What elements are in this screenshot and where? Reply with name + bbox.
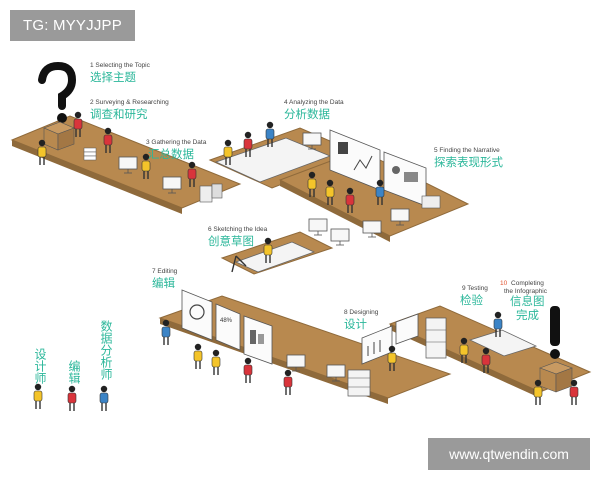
step-7-zh: 编辑 <box>152 276 175 290</box>
step-1-en: 1 Selecting the Topic <box>90 62 151 69</box>
editing-panels: 48% <box>181 289 273 365</box>
step-3-label: 3 Gathering the Data 汇总数据 <box>146 139 207 161</box>
step-5-en: 5 Finding the Narrative <box>434 147 500 154</box>
question-mark-icon <box>38 61 77 123</box>
step-10-zh: 信息图 <box>510 294 545 308</box>
desk-lamp <box>231 255 247 273</box>
step-5-zh: 探索表现形式 <box>434 155 503 169</box>
step-7-en: 7 Editing <box>152 268 178 275</box>
step-2-zh: 调查和研究 <box>90 107 148 121</box>
step-8-zh: 设计 <box>344 318 367 331</box>
tag-badge: TG: MYYJJPP <box>10 10 135 41</box>
legend-analyst-label: 数据分析师 <box>99 319 113 380</box>
step-4-label: 4 Analyzing the Data 分析数据 <box>284 99 344 121</box>
legend-editor-label: 编辑 <box>67 359 81 384</box>
box-step10 <box>539 361 573 393</box>
step-3-zh: 汇总数据 <box>148 147 194 161</box>
step-9-en: 9 Testing <box>462 285 488 292</box>
file-stack <box>421 195 441 209</box>
step-6-label: 6 Sketching the Idea 创意草图 <box>208 226 268 248</box>
file-cabinet <box>425 317 447 359</box>
step-1-zh: 选择主题 <box>90 70 136 84</box>
step-6-en: 6 Sketching the Idea <box>208 226 268 233</box>
step-2-en: 2 Surveying & Researching <box>90 99 169 106</box>
step-10-en: Completing <box>511 280 544 287</box>
server-rack <box>199 183 223 203</box>
exclamation-icon <box>550 306 560 359</box>
step-5-label: 5 Finding the Narrative 探索表现形式 <box>434 147 503 169</box>
svg-text:10 Completing: 10 Completing <box>500 280 544 287</box>
svg-text:48%: 48% <box>220 318 233 324</box>
step-10-number: 10 <box>500 280 508 287</box>
step-10-label: 10 Completing the Infographic 信息图 完成 <box>500 280 548 322</box>
watermark: www.qtwendin.com <box>428 438 590 470</box>
step-3-en: 3 Gathering the Data <box>146 139 207 146</box>
step-6-zh: 创意草图 <box>208 234 254 248</box>
step-10-zh2: 完成 <box>516 308 539 322</box>
step-8-label: 8 Designing 设计 <box>344 309 379 331</box>
step-10-en2: the Infographic <box>504 288 548 295</box>
sketch-board <box>220 231 334 275</box>
drawer-cabinet <box>347 369 371 397</box>
step-1-label: 1 Selecting the Topic 选择主题 <box>90 62 151 84</box>
narrative-panels <box>329 129 427 207</box>
step-4-zh: 分析数据 <box>284 107 330 121</box>
step-9-zh: 检验 <box>460 293 483 307</box>
step-4-en: 4 Analyzing the Data <box>284 99 344 106</box>
book-stack <box>83 147 97 161</box>
step-2-label: 2 Surveying & Researching 调查和研究 <box>90 99 169 121</box>
step-7-label: 7 Editing 编辑 <box>152 268 178 290</box>
legend-designer-label: 设计师 <box>33 348 47 384</box>
step-9-label: 9 Testing 检验 <box>460 285 488 307</box>
box-step1 <box>43 121 75 151</box>
step-8-en: 8 Designing <box>344 309 379 316</box>
design-panels <box>361 313 419 365</box>
